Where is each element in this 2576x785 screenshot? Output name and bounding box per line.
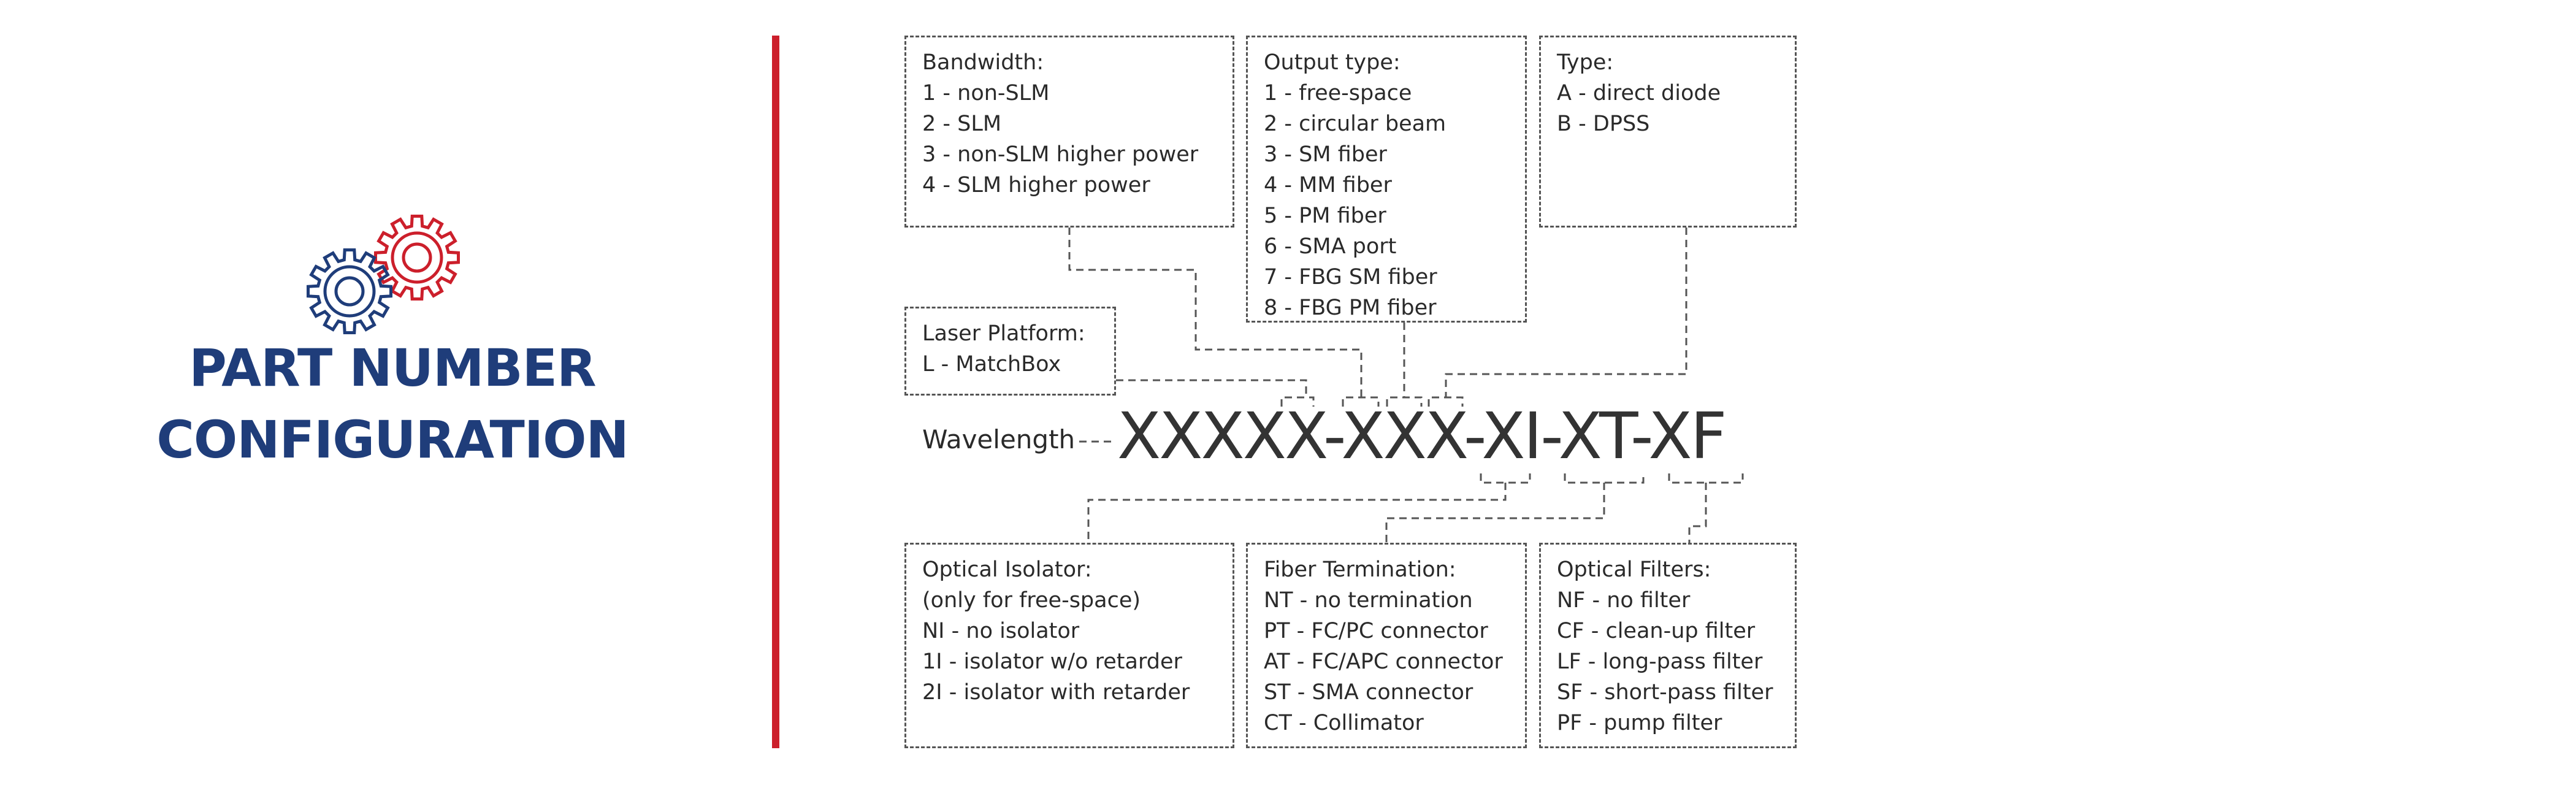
bracket-type xyxy=(1428,396,1464,407)
box-item: 1 - free-space xyxy=(1264,81,1412,105)
bracket-bandwidth xyxy=(1342,396,1380,407)
box-item: 6 - SMA port xyxy=(1264,234,1397,259)
type-box: Type: A - direct diode B - DPSS xyxy=(1539,36,1797,228)
box-item: CF - clean-up filter xyxy=(1557,619,1756,643)
box-item: 2I - isolator with retarder xyxy=(922,680,1190,705)
box-item: 4 - SLM higher power xyxy=(922,173,1150,197)
connector-type xyxy=(1445,228,1687,397)
bracket-output-type xyxy=(1386,396,1423,407)
laser-platform-box: Laser Platform: L - MatchBox xyxy=(904,307,1116,396)
bracket-filters xyxy=(1668,473,1744,484)
box-title: Fiber Termination: xyxy=(1264,557,1456,582)
connector-termination xyxy=(1385,483,1605,543)
box-item: 7 - FBG SM fiber xyxy=(1264,265,1437,289)
box-item: SF - short-pass filter xyxy=(1557,680,1773,705)
box-item: LF - long-pass filter xyxy=(1557,649,1763,674)
box-title: Optical Isolator: xyxy=(922,557,1092,582)
connector-laser-platform xyxy=(1116,379,1307,397)
box-item: 2 - SLM xyxy=(922,112,1002,136)
box-item: L - MatchBox xyxy=(922,352,1061,377)
box-item: NT - no termination xyxy=(1264,588,1473,613)
box-item: 3 - SM fiber xyxy=(1264,142,1387,167)
box-title: Output type: xyxy=(1264,50,1401,75)
box-item: A - direct diode xyxy=(1557,81,1721,105)
connector-isolator xyxy=(1087,483,1507,543)
box-title: Type: xyxy=(1557,50,1614,75)
gears-icon xyxy=(307,215,460,334)
box-item: 5 - PM fiber xyxy=(1264,204,1386,228)
connector-filters xyxy=(1688,483,1707,543)
box-item: 8 - FBG PM fiber xyxy=(1264,296,1437,320)
box-item: CT - Collimator xyxy=(1264,711,1424,735)
wavelength-label: Wavelength xyxy=(922,424,1076,454)
gear-ring xyxy=(391,231,443,284)
red-gear-icon xyxy=(374,215,460,301)
blue-gear-icon xyxy=(307,248,392,334)
box-item: B - DPSS xyxy=(1557,112,1650,136)
box-item: 3 - non-SLM higher power xyxy=(922,142,1199,167)
box-item: ST - SMA connector xyxy=(1264,680,1473,705)
box-item: NF - no filter xyxy=(1557,588,1691,613)
box-item: PF - pump filter xyxy=(1557,711,1722,735)
part-number-code: XXXXX-XXX-XI-XT-XF xyxy=(1117,399,1727,473)
gear-outline xyxy=(374,215,460,301)
heading-configuration: CONFIGURATION xyxy=(156,410,629,470)
box-item: 2 - circular beam xyxy=(1264,112,1447,136)
vertical-divider xyxy=(772,36,779,748)
gear-outline xyxy=(307,248,392,334)
fiber-termination-box: Fiber Termination: NT - no termination PT … xyxy=(1246,543,1527,748)
box-item: PT - FC/PC connector xyxy=(1264,619,1488,643)
box-title: Optical Filters: xyxy=(1557,557,1711,582)
heading-part-number: PART NUMBER xyxy=(189,338,597,398)
box-title: Laser Platform: xyxy=(922,321,1085,346)
gear-ring xyxy=(402,242,432,273)
box-item: (only for free-space) xyxy=(922,588,1141,613)
output-type-box: Output type: 1 - free-space 2 - circular b… xyxy=(1246,36,1527,323)
bandwidth-box: Bandwidth: 1 - non-SLM 2 - SLM 3 - non-SLM … xyxy=(904,36,1234,228)
connector-bandwidth xyxy=(1068,228,1363,397)
box-item: 1 - non-SLM xyxy=(922,81,1050,105)
bracket-isolator xyxy=(1480,473,1531,484)
optical-isolator-box: Optical Isolator: (only for free-space) NI… xyxy=(904,543,1234,748)
gear-ring xyxy=(334,276,365,307)
box-item: NI - no isolator xyxy=(922,619,1080,643)
gear-ring xyxy=(323,265,376,318)
box-item: 4 - MM fiber xyxy=(1264,173,1392,197)
optical-filters-box: Optical Filters: NF - no filter CF - clean… xyxy=(1539,543,1797,748)
bracket-termination xyxy=(1564,473,1645,484)
box-item: AT - FC/APC connector xyxy=(1264,649,1503,674)
bracket-laser-platform xyxy=(1280,396,1315,407)
box-item: 1I - isolator w/o retarder xyxy=(922,649,1182,674)
box-title: Bandwidth: xyxy=(922,50,1044,75)
